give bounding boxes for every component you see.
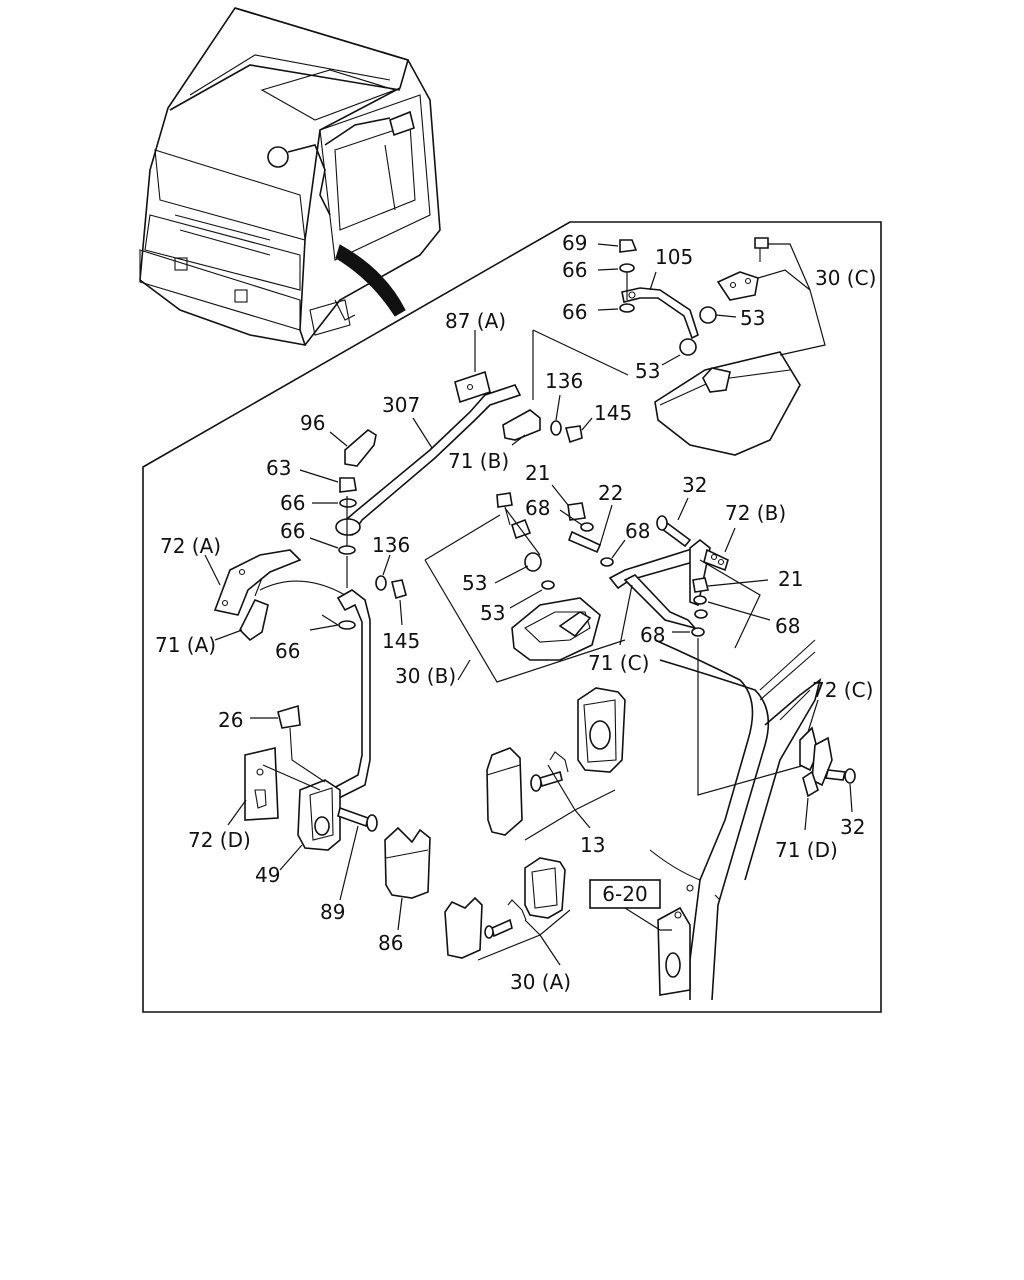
callout-307: 307 <box>382 393 420 417</box>
callout-71b: 71 (B) <box>448 449 509 473</box>
callout-145: 145 <box>594 401 632 425</box>
cap-21-washer-68-bolt-22 <box>551 484 626 567</box>
callout-32: 32 <box>682 473 707 497</box>
lamp-assembly-13 <box>486 687 626 841</box>
callout-71a: 71 (A) <box>155 633 216 657</box>
callout-53: 53 <box>635 359 660 383</box>
callout-72d: 72 (D) <box>188 828 251 852</box>
callout-30c: 30 (C) <box>815 266 876 290</box>
callout-66: 66 <box>280 491 305 515</box>
callout-66: 66 <box>280 519 305 543</box>
cap-63-washers-66 <box>299 469 357 631</box>
callout-96: 96 <box>300 411 325 435</box>
callout-66: 66 <box>562 300 587 324</box>
reference-box-label: 6-20 <box>602 882 647 906</box>
callout-72a: 72 (A) <box>160 534 221 558</box>
callout-66: 66 <box>275 639 300 663</box>
callout-21: 21 <box>778 567 803 591</box>
detail-pointer-arrow <box>335 244 406 317</box>
bulb-96 <box>329 429 377 467</box>
clip-26 <box>250 704 326 783</box>
callout-30a: 30 (A) <box>510 970 571 994</box>
callout-145: 145 <box>382 629 420 653</box>
cover-86 <box>384 826 431 931</box>
callout-21: 21 <box>525 461 550 485</box>
callout-30b: 30 (B) <box>395 664 456 688</box>
callout-32: 32 <box>840 815 865 839</box>
callout-105: 105 <box>655 245 693 269</box>
cab-door-edge <box>649 639 822 1001</box>
arm-71c <box>608 497 806 796</box>
arm-49 <box>279 589 371 871</box>
plate-72a-bracket-71a <box>204 549 346 642</box>
callout-136: 136 <box>372 533 410 557</box>
callout-69: 69 <box>562 231 587 255</box>
nut-69 <box>597 239 638 253</box>
lamp-assembly-30a <box>444 857 571 966</box>
bolt-89 <box>337 806 378 901</box>
callout-68: 68 <box>525 496 550 520</box>
callout-72b: 72 (B) <box>725 501 786 525</box>
callout-87a: 87 (A) <box>445 309 506 333</box>
detail-frame <box>142 221 882 1013</box>
callout-86: 86 <box>378 931 403 955</box>
callout-136: 136 <box>545 369 583 393</box>
callout-66: 66 <box>562 258 587 282</box>
callout-49: 49 <box>255 863 280 887</box>
bracket-87a-71b <box>454 329 629 446</box>
callout-71d: 71 (D) <box>775 838 838 862</box>
reference-box-6-20[interactable]: 6-20 <box>589 879 672 931</box>
truck-cab-overview <box>139 7 441 347</box>
callout-89: 89 <box>320 900 345 924</box>
callout-22: 22 <box>598 481 623 505</box>
callout-53: 53 <box>462 571 487 595</box>
arm-307 <box>335 384 522 537</box>
bracket-72c-71d <box>799 699 856 831</box>
callout-72c: 72 (C) <box>812 678 873 702</box>
plate-72d <box>227 747 321 826</box>
mirror-assembly-30c <box>654 237 826 456</box>
washer-66-top <box>597 263 635 313</box>
callout-68: 68 <box>625 519 650 543</box>
callout-labels: 69 66 105 30 (C) 66 53 87 (A) 53 136 307… <box>155 231 876 994</box>
callout-53: 53 <box>740 306 765 330</box>
mirror-assembly-30b <box>424 492 626 683</box>
callout-53: 53 <box>480 601 505 625</box>
callout-68: 68 <box>640 623 665 647</box>
callout-71c: 71 (C) <box>588 651 649 675</box>
callout-68: 68 <box>775 614 800 638</box>
washer-136-nut-145 <box>375 554 407 626</box>
callout-63: 63 <box>266 456 291 480</box>
callout-26: 26 <box>218 708 243 732</box>
callout-13: 13 <box>580 833 605 857</box>
arm-105 <box>621 271 699 366</box>
